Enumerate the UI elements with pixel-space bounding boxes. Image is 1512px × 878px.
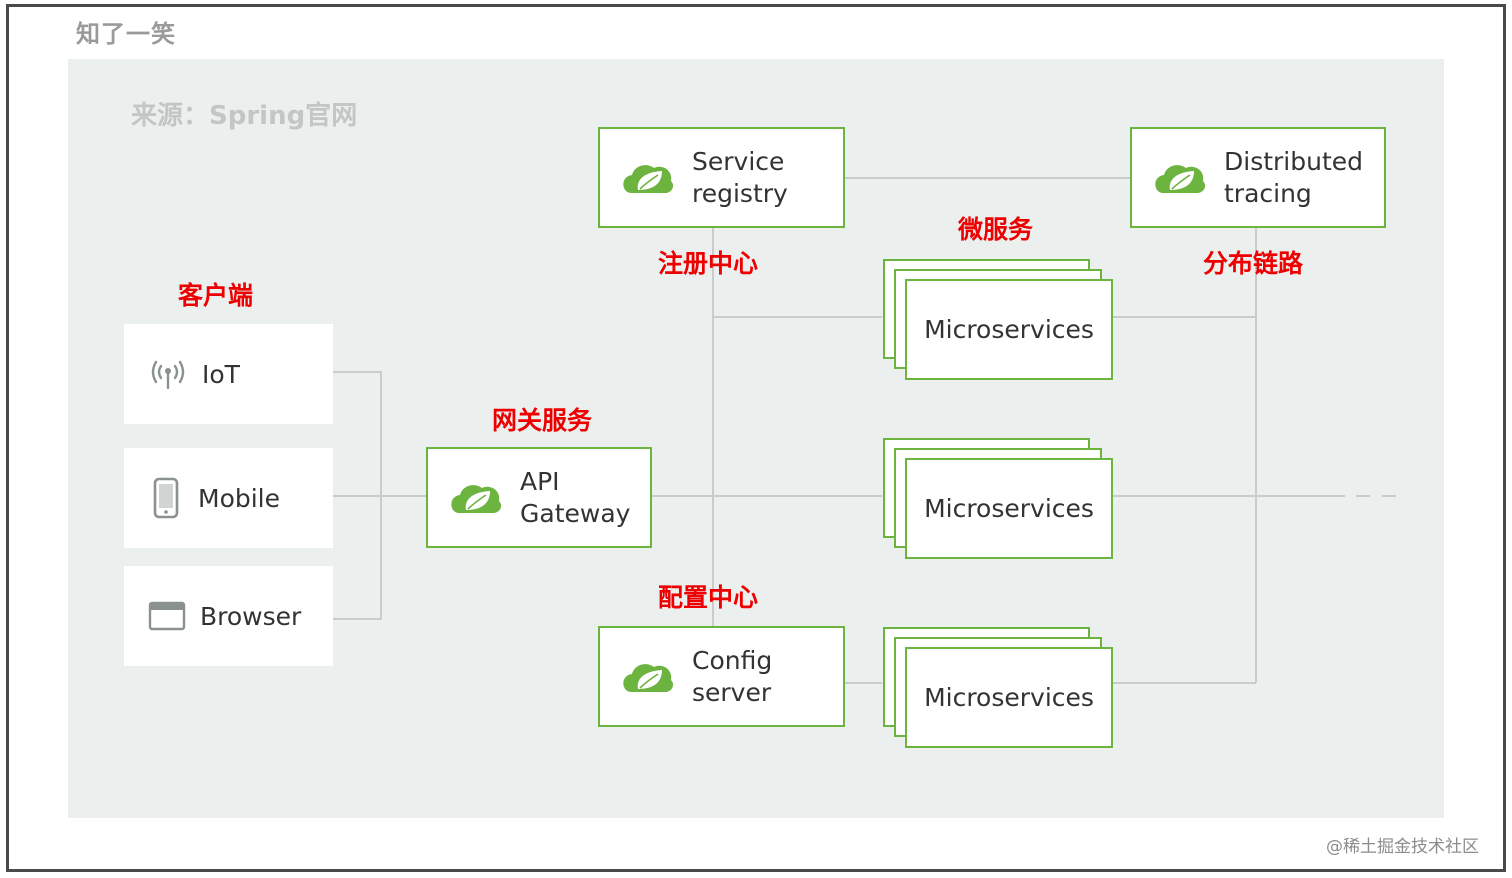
client-label: Browser — [200, 601, 302, 631]
spring-leaf-icon — [451, 484, 502, 513]
antenna-icon — [151, 360, 185, 390]
client-mobile: Mobile — [124, 448, 333, 548]
annotation-clients: 客户端 — [178, 281, 254, 310]
spring-leaf-icon — [1155, 164, 1206, 193]
spring-leaf-icon — [623, 663, 674, 692]
annotation-config: 配置中心 — [658, 583, 759, 612]
site-watermark: @稀土掘金技术社区 — [1326, 837, 1479, 857]
client-browser: Browser — [124, 566, 333, 666]
annotation-tracing: 分布链路 — [1203, 249, 1304, 278]
gateway-line2: Gateway — [520, 498, 631, 528]
api-gateway-box: API Gateway — [426, 447, 652, 548]
client-label: IoT — [202, 359, 240, 389]
phone-icon — [153, 477, 179, 519]
gateway-line1: API — [520, 466, 560, 496]
tracing-line1: Distributed — [1224, 146, 1364, 176]
config-line1: Config — [692, 645, 773, 675]
distributed-tracing-box: Distributed tracing — [1130, 127, 1386, 228]
tracing-line2: tracing — [1224, 178, 1312, 208]
service-registry-line2: registry — [692, 178, 788, 208]
microservices-label: Microservices — [924, 683, 1094, 712]
service-registry-box: Service registry — [598, 127, 845, 228]
config-server-box: Config server — [598, 626, 845, 727]
author-watermark: 知了一笑 — [76, 20, 176, 48]
client-iot: IoT — [124, 324, 333, 424]
microservices-stack-bottom: Microservices — [883, 627, 1113, 751]
client-label: Mobile — [198, 483, 281, 513]
microservices-stack-top: Microservices — [883, 259, 1113, 383]
annotation-microservices: 微服务 — [958, 215, 1034, 244]
annotation-registry: 注册中心 — [658, 249, 759, 278]
spring-leaf-icon — [623, 164, 674, 193]
source-caption: 来源：Spring官网 — [131, 101, 358, 131]
microservices-label: Microservices — [924, 315, 1094, 344]
config-line2: server — [692, 677, 772, 707]
service-registry-line1: Service — [692, 146, 785, 176]
microservices-stack-middle: Microservices — [883, 438, 1113, 562]
annotation-gateway: 网关服务 — [492, 406, 593, 435]
browser-window-icon — [148, 601, 186, 631]
microservices-label: Microservices — [924, 494, 1094, 523]
